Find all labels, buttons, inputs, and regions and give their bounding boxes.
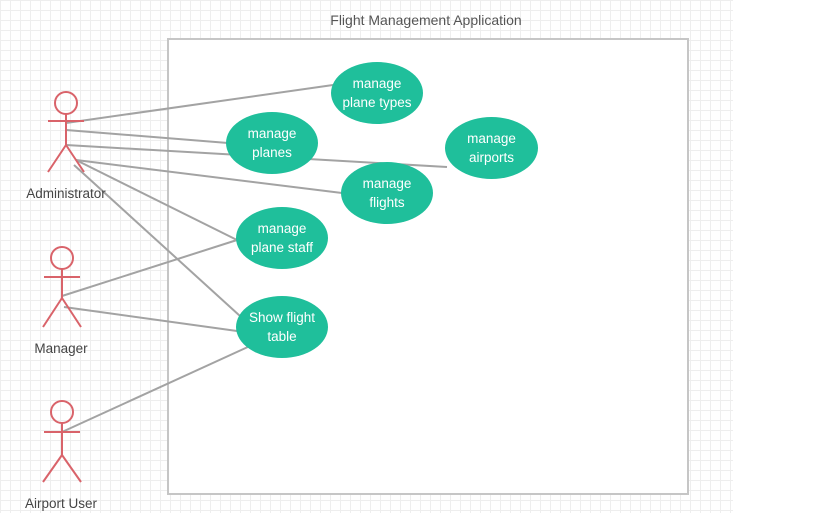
usecase-text-line1: manage xyxy=(352,76,402,91)
usecase-text-line2: flights xyxy=(369,195,405,210)
usecase-text-line1: manage xyxy=(257,221,307,236)
usecase-manage-airports[interactable]: manage airports xyxy=(445,117,538,179)
actor-manager[interactable] xyxy=(42,246,82,328)
usecase-text-line1: Show flight xyxy=(248,310,316,325)
usecase-text-line2: plane staff xyxy=(250,240,314,255)
assoc-airport-user-flight-table[interactable] xyxy=(61,345,251,433)
assoc-admin-plane-staff[interactable] xyxy=(75,159,238,241)
usecase-text-line1: manage xyxy=(362,176,412,191)
usecase-text-line2: airports xyxy=(468,150,514,165)
assoc-admin-planes[interactable] xyxy=(65,129,229,144)
usecase-manage-plane-staff[interactable]: manage plane staff xyxy=(236,207,328,269)
assoc-admin-plane-types[interactable] xyxy=(65,84,334,124)
actor-label-manager: Manager xyxy=(34,341,88,356)
actor-administrator[interactable] xyxy=(47,91,85,173)
actor-airport-user[interactable] xyxy=(42,400,82,483)
canvas-margin xyxy=(733,0,819,513)
actor-label-airport-user: Airport User xyxy=(24,496,97,511)
usecase-show-flight-table[interactable]: Show flight table xyxy=(236,296,328,358)
usecase-manage-planes[interactable]: manage planes xyxy=(226,112,318,174)
usecase-text-line2: planes xyxy=(252,145,292,160)
associations xyxy=(61,84,448,433)
usecase-text-line2: plane types xyxy=(342,95,412,110)
usecase-manage-flights[interactable]: manage flights xyxy=(341,162,433,224)
assoc-manager-flight-table[interactable] xyxy=(63,306,238,332)
assoc-admin-flights[interactable] xyxy=(75,159,343,194)
system-title: Flight Management Application xyxy=(330,12,522,28)
assoc-manager-plane-staff[interactable] xyxy=(61,239,238,297)
usecase-text-line1: manage xyxy=(467,131,516,146)
actor-label-administrator: Administrator xyxy=(26,186,106,201)
usecase-text-line1: manage xyxy=(247,126,297,141)
usecase-text-line2: table xyxy=(267,329,297,344)
usecase-manage-plane-types[interactable]: manage plane types xyxy=(331,62,423,124)
assoc-admin-flight-table[interactable] xyxy=(73,164,241,317)
